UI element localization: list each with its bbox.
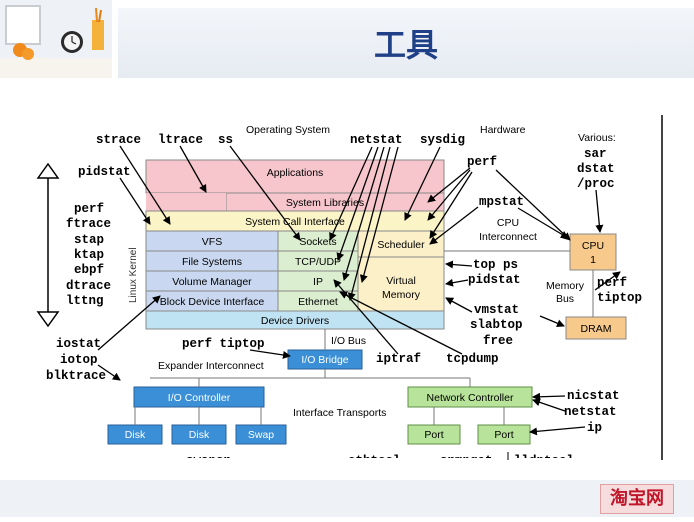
- tool-snmpget: snmpget: [440, 454, 493, 468]
- tool-lldptool: lldptool: [514, 454, 574, 468]
- virtual-memory-label-line1: Virtual: [386, 275, 416, 287]
- memory-bus-label-2: Bus: [556, 293, 574, 305]
- tool-left-lttng: lttng: [66, 294, 104, 308]
- cpu-box: [569, 233, 617, 271]
- tool-iptraf: iptraf: [376, 352, 421, 366]
- io-bus-label: I/O Bus: [331, 335, 366, 347]
- dram-label: DRAM: [581, 323, 612, 335]
- tool-perf-right: perf: [597, 276, 627, 290]
- hardware-label: Hardware: [480, 124, 526, 136]
- cpu-interconnect-label-2: Interconnect: [479, 231, 537, 243]
- tool-netstat: netstat: [350, 133, 403, 147]
- cpu-label-line1: CPU: [582, 240, 604, 252]
- tool-iotop: iotop: [60, 353, 98, 367]
- tool-swapon: swapon: [186, 454, 231, 468]
- tool-slabtop: slabtop: [470, 318, 523, 332]
- tool-perf-top: perf: [467, 155, 497, 169]
- tool-free: free: [483, 334, 513, 348]
- interface-transports-label: Interface Transports: [293, 407, 386, 419]
- io-controller-label: I/O Controller: [168, 392, 231, 404]
- volume-manager-label: Volume Manager: [172, 276, 252, 288]
- footer-band: [0, 480, 694, 517]
- swap-label: Swap: [248, 429, 274, 441]
- device-drivers-label: Device Drivers: [261, 315, 329, 327]
- tool-ethtool: ethtool: [348, 454, 401, 468]
- port-1-label: Port: [424, 429, 443, 441]
- system-libraries-label: System Libraries: [286, 197, 364, 209]
- tool-left-ftrace: ftrace: [66, 217, 111, 231]
- disk-1-label: Disk: [125, 429, 146, 441]
- various-label: Various:: [578, 132, 616, 144]
- vfs-label: VFS: [202, 236, 222, 248]
- cpu-label-line2: 1: [590, 254, 596, 266]
- tool-left-stap: stap: [74, 233, 104, 247]
- tool-mpstat: mpstat: [479, 195, 524, 209]
- file-systems-label: File Systems: [182, 256, 242, 268]
- header-photo: [0, 0, 112, 78]
- tcp-udp-label: TCP/UDP: [295, 256, 341, 268]
- applications-box: [145, 159, 445, 194]
- linux-kernel-label: Linux Kernel: [128, 247, 139, 303]
- tool-tiptop-right: tiptop: [597, 291, 642, 305]
- tool-pidstat-top: pidstat: [78, 165, 131, 179]
- virtual-memory-box: [357, 256, 445, 312]
- tool-nicstat: nicstat: [567, 389, 620, 403]
- tool-sar: sar: [584, 147, 607, 161]
- header-band: [118, 8, 694, 78]
- system-call-interface-label: System Call Interface: [245, 216, 345, 228]
- slide-title: 工具: [373, 26, 438, 64]
- tool-arrows: [97, 145, 621, 436]
- ethernet-label: Ethernet: [298, 296, 338, 308]
- tool-left-perf: perf: [74, 202, 104, 216]
- tool-sysdig: sysdig: [420, 133, 465, 147]
- cpu-interconnect-label-1: CPU: [497, 217, 519, 229]
- device-drivers-box: [145, 310, 445, 330]
- sockets-label: Sockets: [299, 236, 336, 248]
- tool-pidstat-right: pidstat: [468, 273, 521, 287]
- dram-box: [565, 316, 627, 340]
- desk-photo-illustration: [0, 0, 112, 78]
- tool-blktrace: blktrace: [46, 369, 106, 383]
- network-controller-label: Network Controller: [427, 392, 514, 404]
- tool-vmstat: vmstat: [474, 303, 519, 317]
- tool-proc: /proc: [577, 177, 615, 191]
- connector-lines: [134, 250, 594, 425]
- tool-perf-tiptop-mid: perf tiptop: [182, 337, 265, 351]
- disk-2-label: Disk: [189, 429, 210, 441]
- tool-top-ps: top ps: [473, 258, 518, 272]
- tool-netstat-right: netstat: [564, 405, 617, 419]
- operating-system-label: Operating System: [246, 124, 330, 136]
- tool-dstat: dstat: [577, 162, 615, 176]
- memory-bus-label-1: Memory: [546, 280, 585, 292]
- io-bridge-label: I/O Bridge: [301, 354, 348, 366]
- port-2-label: Port: [494, 429, 513, 441]
- tool-ltrace: ltrace: [158, 133, 203, 147]
- tool-iostat: iostat: [56, 337, 101, 351]
- ip-label: IP: [313, 276, 323, 288]
- system-libraries-left-fill: [146, 193, 226, 211]
- tool-tcpdump: tcpdump: [446, 352, 499, 366]
- scheduler-label: Scheduler: [377, 239, 425, 251]
- divider-line: [661, 115, 663, 460]
- tool-left-ebpf: ebpf: [74, 263, 104, 277]
- expander-interconnect-label: Expander Interconnect: [158, 360, 264, 372]
- block-device-interface-label: Block Device Interface: [160, 296, 265, 308]
- taobao-logo: 淘宝网: [600, 484, 674, 514]
- applications-label: Applications: [267, 167, 324, 179]
- tool-ss: ss: [218, 133, 233, 147]
- tool-left-ktap: ktap: [74, 248, 104, 262]
- tool-strace: strace: [96, 133, 141, 147]
- tool-ip: ip: [587, 421, 602, 435]
- tool-left-dtrace: dtrace: [66, 279, 111, 293]
- kernel-scope-double-arrow: [36, 162, 60, 328]
- virtual-memory-label-line2: Memory: [382, 289, 421, 301]
